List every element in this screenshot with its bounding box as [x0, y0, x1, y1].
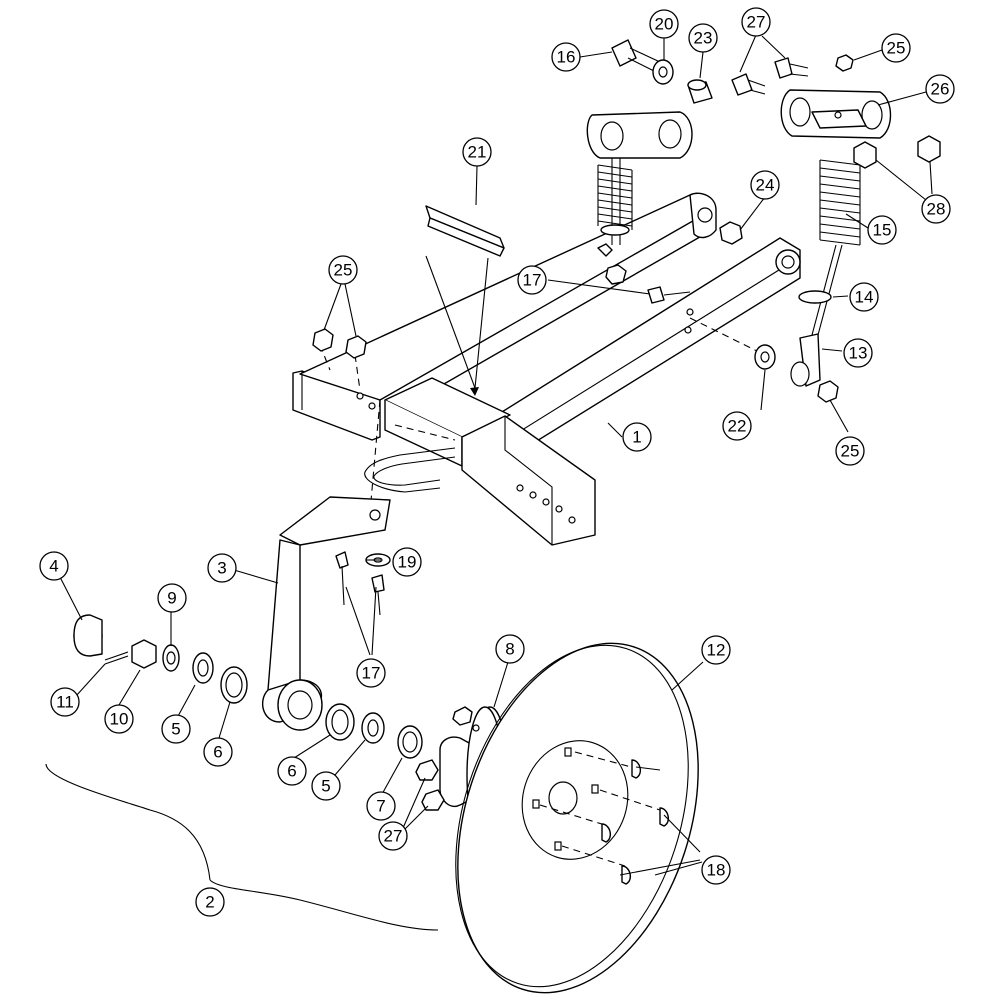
callout-15: 15 — [867, 215, 897, 245]
callout-8: 8 — [495, 634, 525, 664]
svg-text:8: 8 — [505, 640, 514, 659]
callout-23: 23 — [688, 23, 718, 53]
callout-1: 1 — [622, 422, 652, 452]
callout-9: 9 — [157, 583, 187, 613]
callout-4: 4 — [39, 551, 69, 581]
svg-text:5: 5 — [171, 720, 180, 739]
callout-5-right: 5 — [311, 771, 341, 801]
callout-27-hub: 27 — [378, 821, 408, 851]
svg-text:12: 12 — [707, 641, 726, 660]
callout-22: 22 — [722, 411, 752, 441]
callout-11: 11 — [50, 687, 80, 717]
svg-text:4: 4 — [49, 557, 58, 576]
callout-19: 19 — [392, 547, 422, 577]
svg-text:13: 13 — [849, 344, 868, 363]
callout-12: 12 — [701, 635, 731, 665]
svg-text:11: 11 — [56, 693, 74, 712]
svg-text:17: 17 — [362, 664, 381, 683]
leader-lines — [45, 34, 933, 931]
spring-assembly-left — [586, 111, 693, 257]
callout-21: 21 — [462, 137, 492, 167]
svg-text:7: 7 — [376, 797, 385, 816]
svg-text:18: 18 — [707, 861, 726, 880]
svg-text:2: 2 — [205, 893, 214, 912]
top-hardware — [611, 39, 941, 403]
callout-7: 7 — [366, 791, 396, 821]
svg-text:24: 24 — [756, 176, 775, 195]
callout-6-left: 6 — [203, 737, 233, 767]
callout-25-right: 25 — [835, 436, 865, 466]
svg-text:9: 9 — [167, 589, 176, 608]
frame-fasteners — [605, 221, 743, 334]
svg-text:1: 1 — [632, 428, 641, 447]
spring-assembly-right — [780, 89, 892, 387]
callout-3: 3 — [207, 553, 237, 583]
svg-text:3: 3 — [217, 559, 226, 578]
svg-text:14: 14 — [855, 288, 874, 307]
svg-text:21: 21 — [468, 143, 487, 162]
svg-text:6: 6 — [287, 762, 296, 781]
callout-18: 18 — [701, 855, 731, 885]
standard-arm — [261, 496, 391, 731]
callout-6-right: 6 — [277, 756, 307, 786]
svg-text:20: 20 — [655, 15, 674, 34]
svg-text:25: 25 — [841, 442, 860, 461]
callout-24: 24 — [750, 170, 780, 200]
svg-text:28: 28 — [927, 200, 946, 219]
svg-text:16: 16 — [557, 48, 576, 67]
callout-20: 20 — [649, 9, 679, 39]
svg-text:10: 10 — [110, 710, 129, 729]
callout-5-left: 5 — [161, 714, 191, 744]
svg-text:6: 6 — [213, 743, 222, 762]
callout-14: 14 — [849, 282, 879, 312]
svg-text:25: 25 — [887, 39, 906, 58]
callout-10: 10 — [104, 704, 134, 734]
svg-text:22: 22 — [728, 417, 747, 436]
hub-and-disc — [415, 642, 699, 994]
callout-16: 16 — [551, 42, 581, 72]
svg-text:17: 17 — [523, 271, 542, 290]
svg-text:19: 19 — [398, 553, 417, 572]
svg-text:15: 15 — [873, 221, 892, 240]
callout-26: 26 — [925, 74, 955, 104]
callout-27-top: 27 — [741, 7, 771, 37]
callout-2: 2 — [195, 887, 225, 917]
svg-text:23: 23 — [694, 29, 713, 48]
svg-text:27: 27 — [747, 13, 766, 32]
nut-pair-left — [312, 328, 367, 359]
callout-13: 13 — [843, 338, 873, 368]
callout-28: 28 — [921, 194, 951, 224]
svg-text:5: 5 — [321, 777, 330, 796]
callout-17-arm: 17 — [356, 658, 386, 688]
svg-text:25: 25 — [334, 261, 353, 280]
svg-text:27: 27 — [384, 827, 403, 846]
callout-25-left: 25 — [328, 255, 358, 285]
callout-25-top: 25 — [881, 33, 911, 63]
bearing-stack — [73, 551, 423, 759]
frame-assembly — [292, 192, 801, 546]
callout-17-frame: 17 — [517, 265, 547, 295]
svg-text:26: 26 — [931, 80, 950, 99]
roll-pin — [425, 205, 505, 257]
